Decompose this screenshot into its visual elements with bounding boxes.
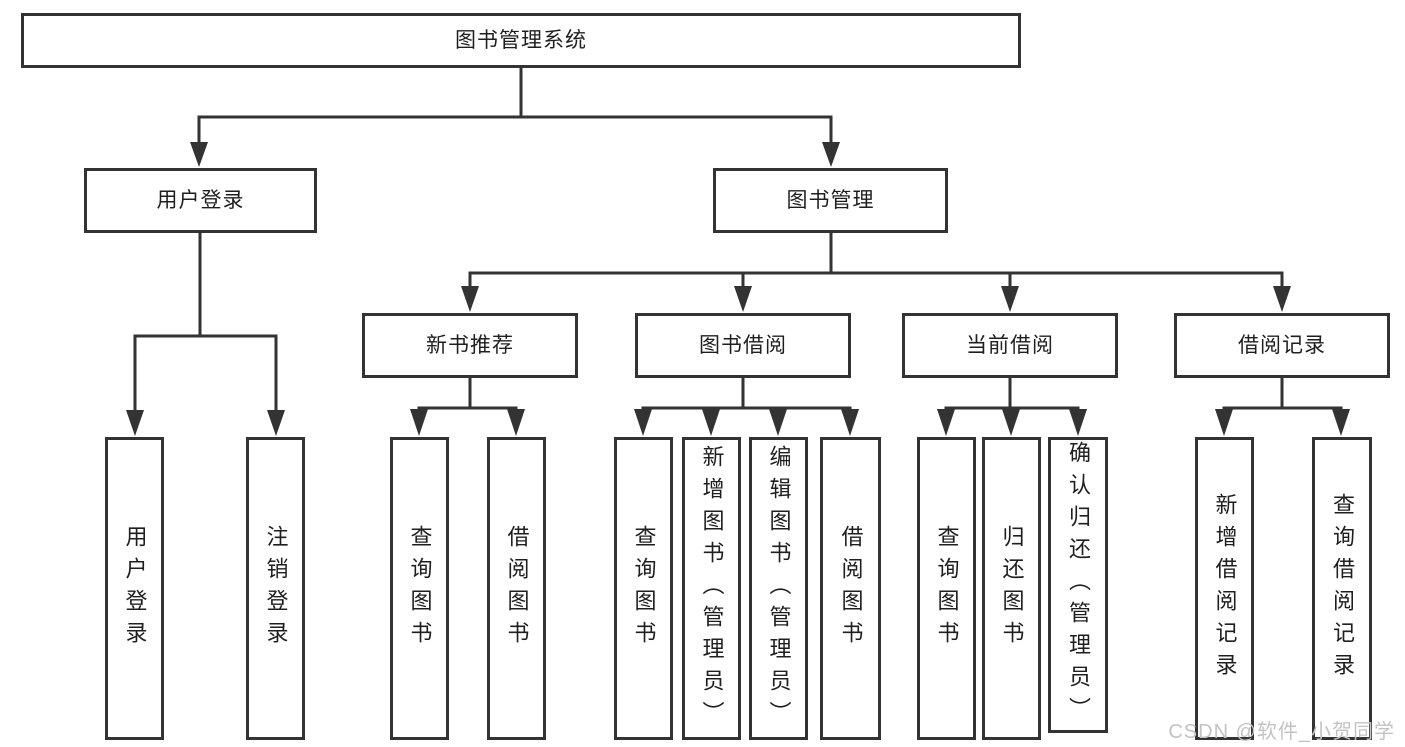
node-label: 新增图书（管理员）: [699, 444, 725, 733]
connector-book-management-children: [461, 233, 1291, 312]
node-label: 确认归还（管理员）: [1066, 441, 1091, 729]
arrow-down-icon: [267, 410, 285, 436]
node-nbr-borrow-books: 借阅图书: [487, 437, 546, 740]
node-current-borrow: 当前借阅: [902, 313, 1118, 378]
arrow-down-icon: [734, 286, 752, 312]
arrow-down-icon: [1001, 286, 1019, 312]
arrow-down-icon: [841, 409, 859, 436]
node-label: 图书管理: [786, 188, 875, 212]
arrow-down-icon: [634, 409, 652, 436]
connector-line: [1222, 406, 1343, 411]
connector-new-book-recommend-children: [410, 378, 525, 436]
node-library-management-system: 图书管理系统: [21, 13, 1021, 68]
node-label: 借阅记录: [1238, 333, 1326, 357]
arrow-down-icon: [822, 142, 840, 167]
node-label: 新书推荐: [426, 333, 514, 357]
node-label: 图书借阅: [699, 333, 787, 357]
node-label: 用户登录: [156, 188, 245, 212]
connector-root-to-level2: [190, 68, 840, 167]
arrow-down-icon: [1002, 409, 1020, 436]
node-logout: 注销登录: [246, 437, 305, 740]
connector-line: [641, 406, 852, 411]
connector-line: [417, 406, 518, 411]
node-cb-return-books: 归还图书: [982, 437, 1041, 740]
node-borrow-records: 借阅记录: [1174, 313, 1390, 378]
node-bb-query-books: 查询图书: [614, 437, 673, 740]
node-user-login: 用户登录: [84, 168, 317, 233]
node-label: 图书管理系统: [455, 28, 587, 52]
connector-user-login-children: [126, 233, 285, 436]
node-label: 查询图书: [407, 524, 433, 653]
node-label: 编辑图书（管理员）: [766, 444, 792, 733]
connector-borrow-records-children: [1215, 378, 1350, 436]
node-label: 借阅图书: [838, 524, 864, 653]
node-label: 用户登录: [122, 524, 148, 653]
arrow-down-icon: [1069, 409, 1087, 436]
arrow-down-icon: [769, 409, 787, 436]
node-label: 注销登录: [263, 524, 289, 653]
arrow-down-icon: [410, 409, 428, 436]
arrow-down-icon: [937, 409, 955, 436]
node-new-book-recommend: 新书推荐: [362, 313, 578, 378]
arrow-down-icon: [702, 409, 720, 436]
connector-line: [133, 334, 278, 413]
node-cb-query-books: 查询图书: [917, 437, 976, 740]
node-bb-edit-books-admin: 编辑图书（管理员）: [749, 437, 808, 740]
arrow-down-icon: [126, 410, 144, 436]
connector-line: [197, 115, 833, 147]
node-label: 查询图书: [934, 524, 960, 653]
node-book-borrow: 图书借阅: [635, 313, 851, 378]
arrow-down-icon: [1332, 409, 1350, 436]
node-label: 查询借阅记录: [1330, 492, 1355, 685]
arrow-down-icon: [1273, 286, 1291, 312]
node-book-management: 图书管理: [713, 168, 948, 233]
node-br-add-record: 新增借阅记录: [1195, 437, 1254, 740]
node-nbr-query-books: 查询图书: [390, 437, 449, 740]
arrow-down-icon: [1215, 409, 1233, 436]
node-label: 归还图书: [999, 524, 1025, 653]
arrow-down-icon: [461, 286, 479, 312]
node-cb-confirm-return-admin: 确认归还（管理员）: [1048, 437, 1108, 733]
node-label: 当前借阅: [966, 333, 1054, 357]
arrow-down-icon: [507, 409, 525, 436]
arrow-down-icon: [190, 142, 208, 167]
connector-book-borrow-children: [634, 378, 859, 436]
node-user-login-leaf: 用户登录: [105, 437, 164, 740]
node-bb-borrow-books: 借阅图书: [820, 437, 881, 740]
node-label: 新增借阅记录: [1212, 492, 1238, 685]
connector-line: [468, 271, 1284, 289]
node-bb-add-books-admin: 新增图书（管理员）: [682, 437, 741, 740]
watermark: CSDN @软件_小贺同学: [1168, 721, 1395, 743]
connector-current-borrow-children: [937, 378, 1087, 436]
node-label: 借阅图书: [504, 524, 530, 653]
node-label: 查询图书: [631, 524, 657, 653]
node-br-query-record: 查询借阅记录: [1312, 437, 1372, 740]
